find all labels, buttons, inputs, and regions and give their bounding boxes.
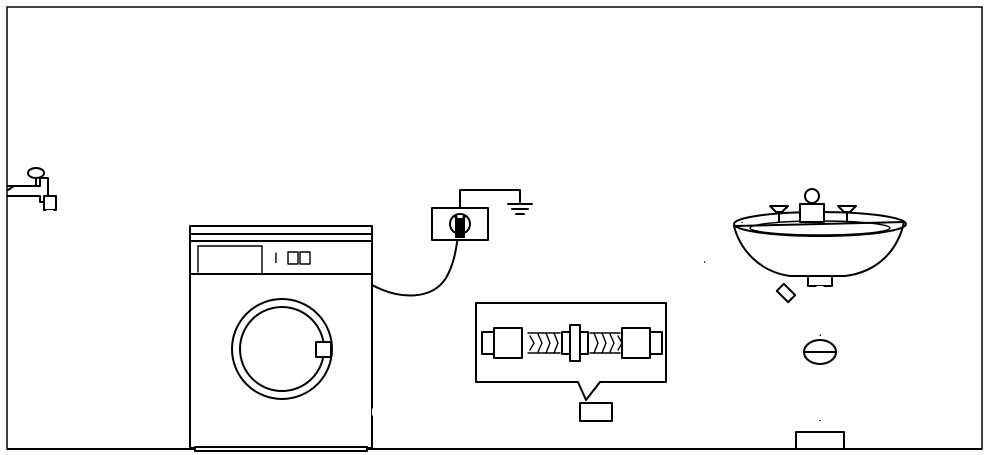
coupling-detail-callout [475, 302, 667, 401]
water-tap [7, 167, 57, 211]
inlet-hose [46, 209, 191, 363]
control-buttons [287, 251, 311, 265]
door-handle [315, 341, 332, 358]
drain-trap [704, 259, 845, 450]
power-socket [431, 207, 489, 241]
wash-basin [733, 211, 907, 287]
panel-label: I [274, 251, 278, 267]
power-cable [371, 235, 459, 297]
drain-hose [371, 202, 746, 416]
washing-machine: I [189, 225, 373, 452]
earth-ground [459, 189, 533, 215]
basin-faucet [769, 188, 857, 223]
hose-coupling [579, 402, 613, 422]
